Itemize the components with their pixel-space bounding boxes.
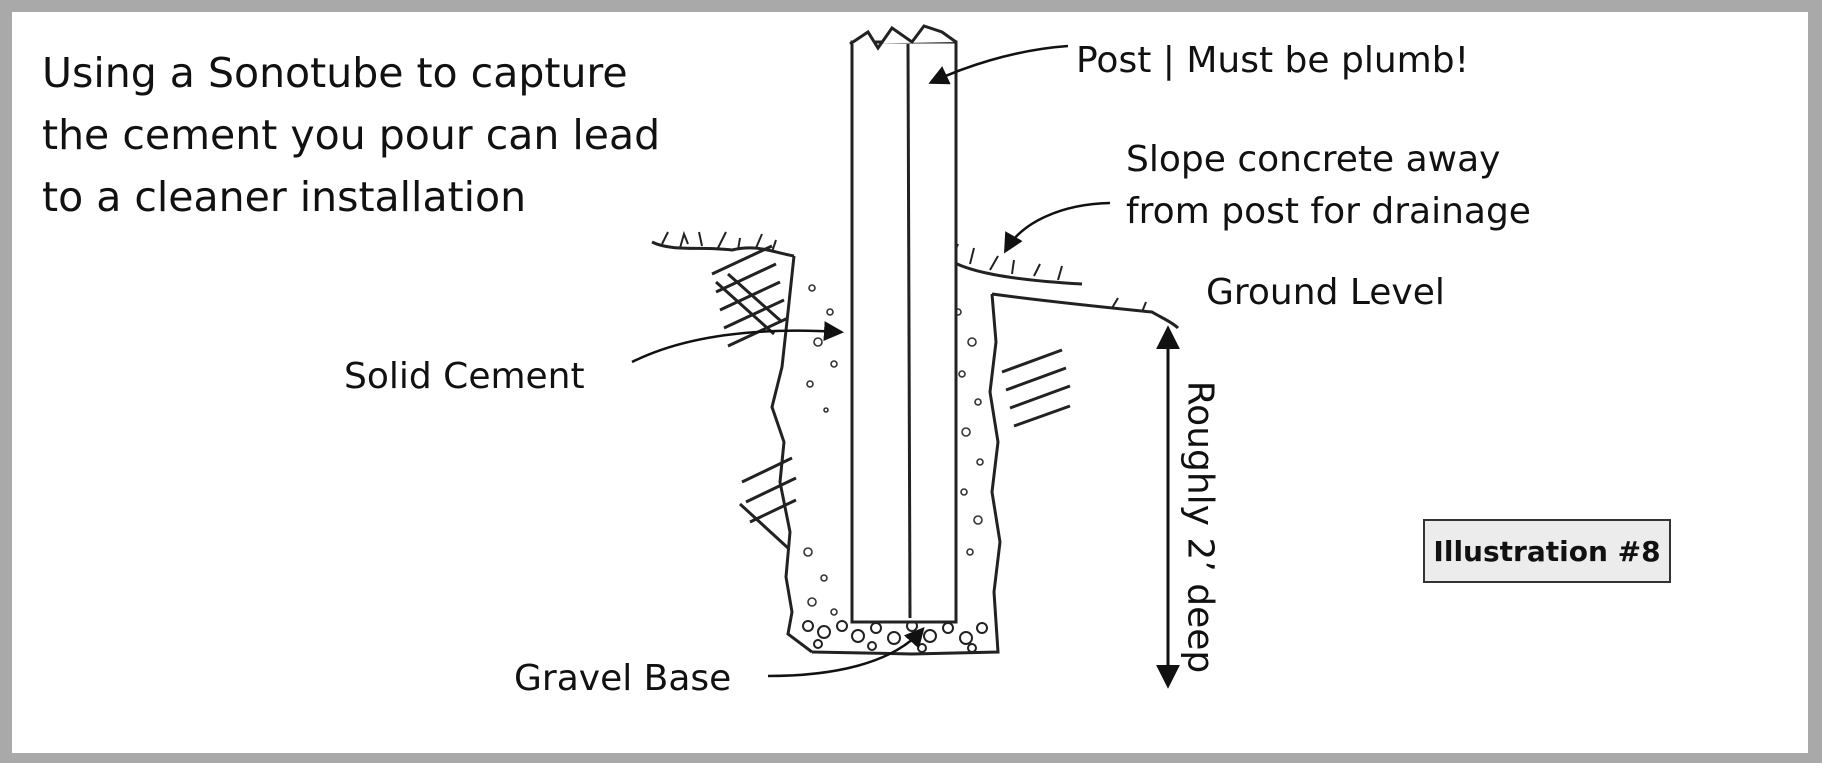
post-hole-diagram xyxy=(631,24,1180,689)
gravel-base-label: Gravel Base xyxy=(514,658,732,699)
hole-left-wall xyxy=(770,255,813,654)
post-arrow xyxy=(928,44,1069,85)
cement-arrow xyxy=(631,321,844,364)
post-label: Post | Must be plumb! xyxy=(1076,40,1469,81)
gravel-arrow xyxy=(767,627,925,678)
gravel-texture xyxy=(802,620,988,653)
intro-text: Using a Sonotube to capture the cement y… xyxy=(42,42,660,228)
wooden-post xyxy=(849,24,958,624)
intro-line-2: the cement you pour can lead xyxy=(42,111,661,159)
hole-right-wall xyxy=(811,293,1002,656)
ground-right xyxy=(991,292,1180,330)
illustration-number-badge: Illustration #8 xyxy=(1423,519,1671,583)
grass-left xyxy=(661,230,777,253)
depth-label: Roughly 2’ deep xyxy=(1179,380,1221,674)
solid-cement-label: Solid Cement xyxy=(344,356,585,397)
intro-line-1: Using a Sonotube to capture xyxy=(42,49,628,97)
slope-label: Slope concrete away from post for draina… xyxy=(1126,134,1531,238)
ground-left xyxy=(651,240,795,258)
slope-arrow xyxy=(1004,201,1111,254)
slope-label-line-1: Slope concrete away xyxy=(1126,139,1501,180)
intro-line-3: to a cleaner installation xyxy=(42,173,527,221)
slope-label-line-2: from post for drainage xyxy=(1126,191,1531,232)
illustration-canvas: Using a Sonotube to capture the cement y… xyxy=(12,12,1808,753)
ground-level-label: Ground Level xyxy=(1206,272,1445,313)
cement-texture xyxy=(803,284,984,616)
soil-hatching xyxy=(711,244,1071,550)
